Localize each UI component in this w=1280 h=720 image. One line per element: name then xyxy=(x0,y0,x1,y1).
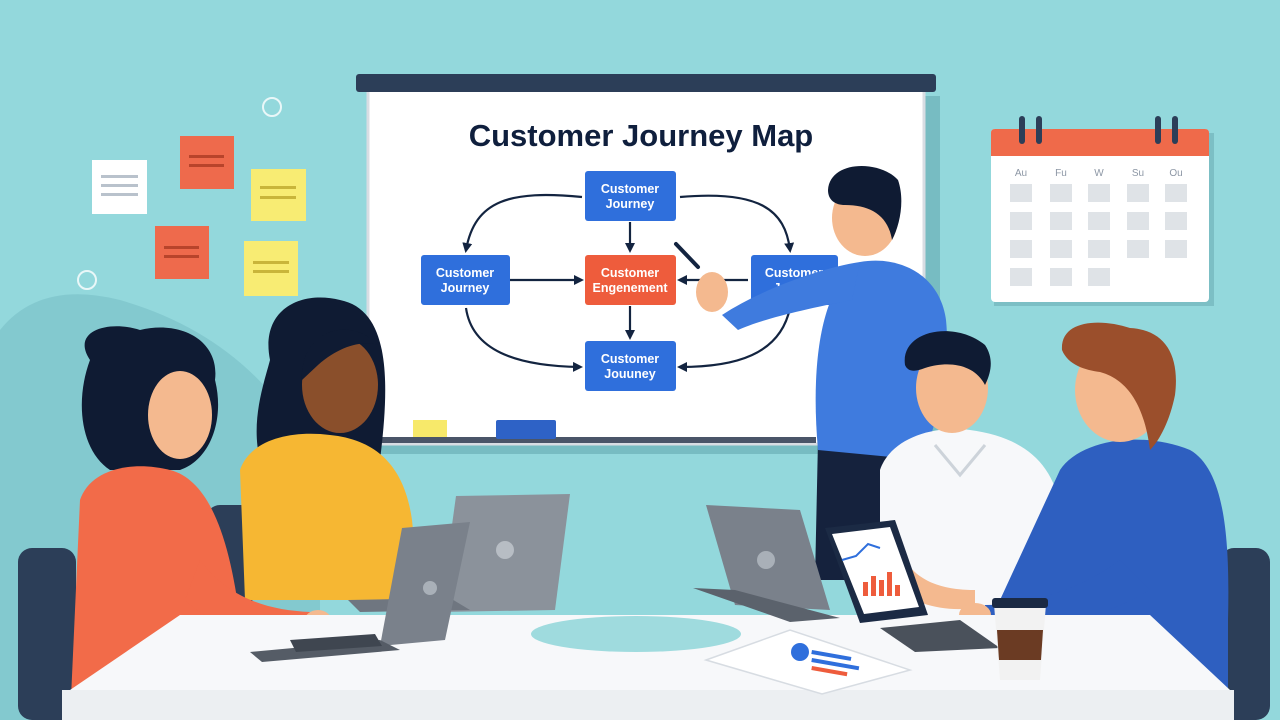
eraser xyxy=(496,420,556,439)
apple-like-logo xyxy=(496,541,514,559)
sticky-note-red xyxy=(155,226,209,279)
decor-bubble xyxy=(262,97,282,117)
arrow-top-to-right xyxy=(679,194,795,253)
presenter-hand xyxy=(696,272,728,312)
person-face xyxy=(148,371,212,459)
laptop-base xyxy=(880,620,1000,652)
calendar-day: Su xyxy=(1132,168,1144,179)
table-center-mat xyxy=(531,616,741,652)
report-paper xyxy=(703,629,913,695)
decor-bubble xyxy=(77,270,97,290)
whiteboard-top-bar xyxy=(356,74,936,92)
presenter-arm xyxy=(722,262,860,330)
calendar-ring xyxy=(1172,116,1178,144)
calendar-day: W xyxy=(1094,168,1104,179)
chart-line xyxy=(841,542,881,561)
presenter-shirt xyxy=(815,260,948,460)
sticky-note-white xyxy=(92,160,147,214)
person-hair xyxy=(904,331,991,385)
calendar-ring xyxy=(1036,116,1042,144)
chair-back xyxy=(1220,548,1270,720)
calendar-day: Fu xyxy=(1055,168,1067,179)
node-bottom-line1: Customer xyxy=(601,352,659,366)
flow-arrows xyxy=(462,193,795,372)
calendar-ring xyxy=(1019,116,1025,144)
person-hair xyxy=(1061,322,1176,450)
node-top: Customer Journey xyxy=(585,171,676,221)
board-title: Customer Journey Map xyxy=(469,118,814,153)
calendar-grid xyxy=(1010,184,1187,286)
calendar-day: Au xyxy=(1015,168,1027,179)
laptop-keyboard xyxy=(290,634,382,652)
sticky-pad xyxy=(413,420,447,437)
node-center-line2: Engenement xyxy=(592,281,668,295)
laptop-front-left xyxy=(250,522,470,662)
node-left: Customer Journey xyxy=(421,255,510,305)
calendar-ring xyxy=(1155,116,1161,144)
arrow-left-to-bottom xyxy=(464,307,583,372)
tablet-with-chart xyxy=(825,520,928,623)
presenter-hair xyxy=(828,166,902,240)
node-bottom-line2: Jouuney xyxy=(604,367,655,381)
apple-like-logo xyxy=(757,551,775,569)
arrow-right-to-bottom xyxy=(677,307,792,372)
sticky-note-red xyxy=(180,136,234,189)
presenter-marker xyxy=(674,242,700,269)
person-shirt xyxy=(240,433,420,600)
node-left-line2: Journey xyxy=(441,281,490,295)
sticky-note-yellow xyxy=(244,241,298,296)
node-bottom: Customer Jouuney xyxy=(585,341,676,391)
node-left-line1: Customer xyxy=(436,266,494,280)
wall-calendar: Au Fu W Su Ou xyxy=(991,116,1214,306)
calendar-header xyxy=(991,129,1209,156)
sticky-notes xyxy=(92,136,306,296)
coffee-cup xyxy=(992,598,1048,680)
person-yellow-shirt xyxy=(240,297,420,600)
laptop-right xyxy=(693,505,840,622)
arrow-top-to-left xyxy=(462,193,583,253)
whiteboard-tray xyxy=(378,437,816,443)
node-top-line2: Journey xyxy=(606,197,655,211)
node-top-line1: Customer xyxy=(601,182,659,196)
laptop-base xyxy=(693,588,840,622)
chair-back xyxy=(18,548,76,720)
person-fringe xyxy=(301,329,378,380)
calendar-day: Ou xyxy=(1169,168,1182,179)
person-collar xyxy=(933,444,987,478)
node-center-line1: Customer xyxy=(601,266,659,280)
node-center: Customer Engenement xyxy=(585,255,676,305)
table-front xyxy=(62,690,1234,720)
apple-like-logo xyxy=(423,581,437,595)
laptop-far-right xyxy=(880,620,1000,652)
sticky-note-yellow xyxy=(251,169,306,221)
